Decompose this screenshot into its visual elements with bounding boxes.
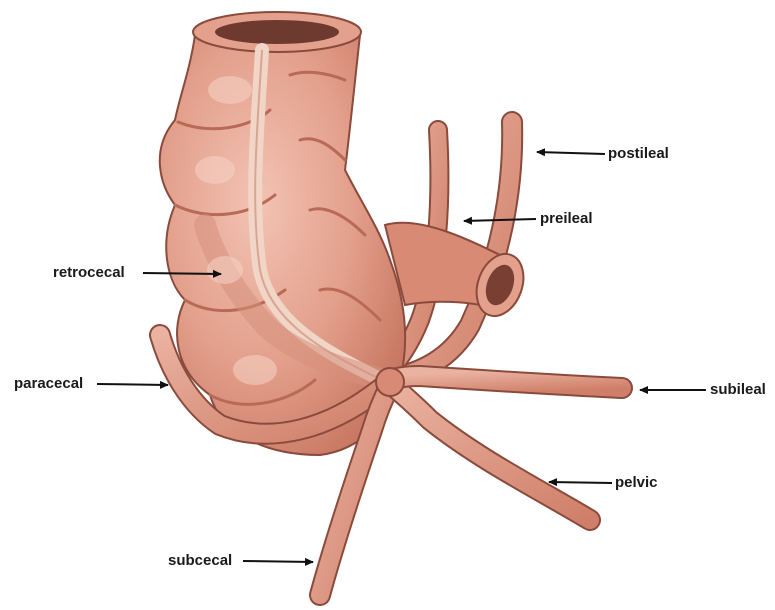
arrow-paracecal — [97, 384, 168, 385]
label-subileal: subileal — [710, 381, 766, 399]
label-pelvic: pelvic — [615, 474, 658, 492]
label-paracecal: paracecal — [14, 375, 83, 393]
appendix-base — [376, 368, 404, 396]
label-preileal: preileal — [540, 210, 593, 228]
arrow-postileal — [537, 152, 605, 154]
arrow-preileal — [464, 219, 536, 221]
arrow-subcecal — [243, 561, 313, 562]
label-subcecal: subcecal — [168, 552, 232, 570]
label-postileal: postileal — [608, 145, 669, 163]
arrow-retrocecal — [143, 273, 221, 274]
arrow-pelvic — [549, 482, 612, 483]
label-retrocecal: retrocecal — [53, 264, 125, 282]
